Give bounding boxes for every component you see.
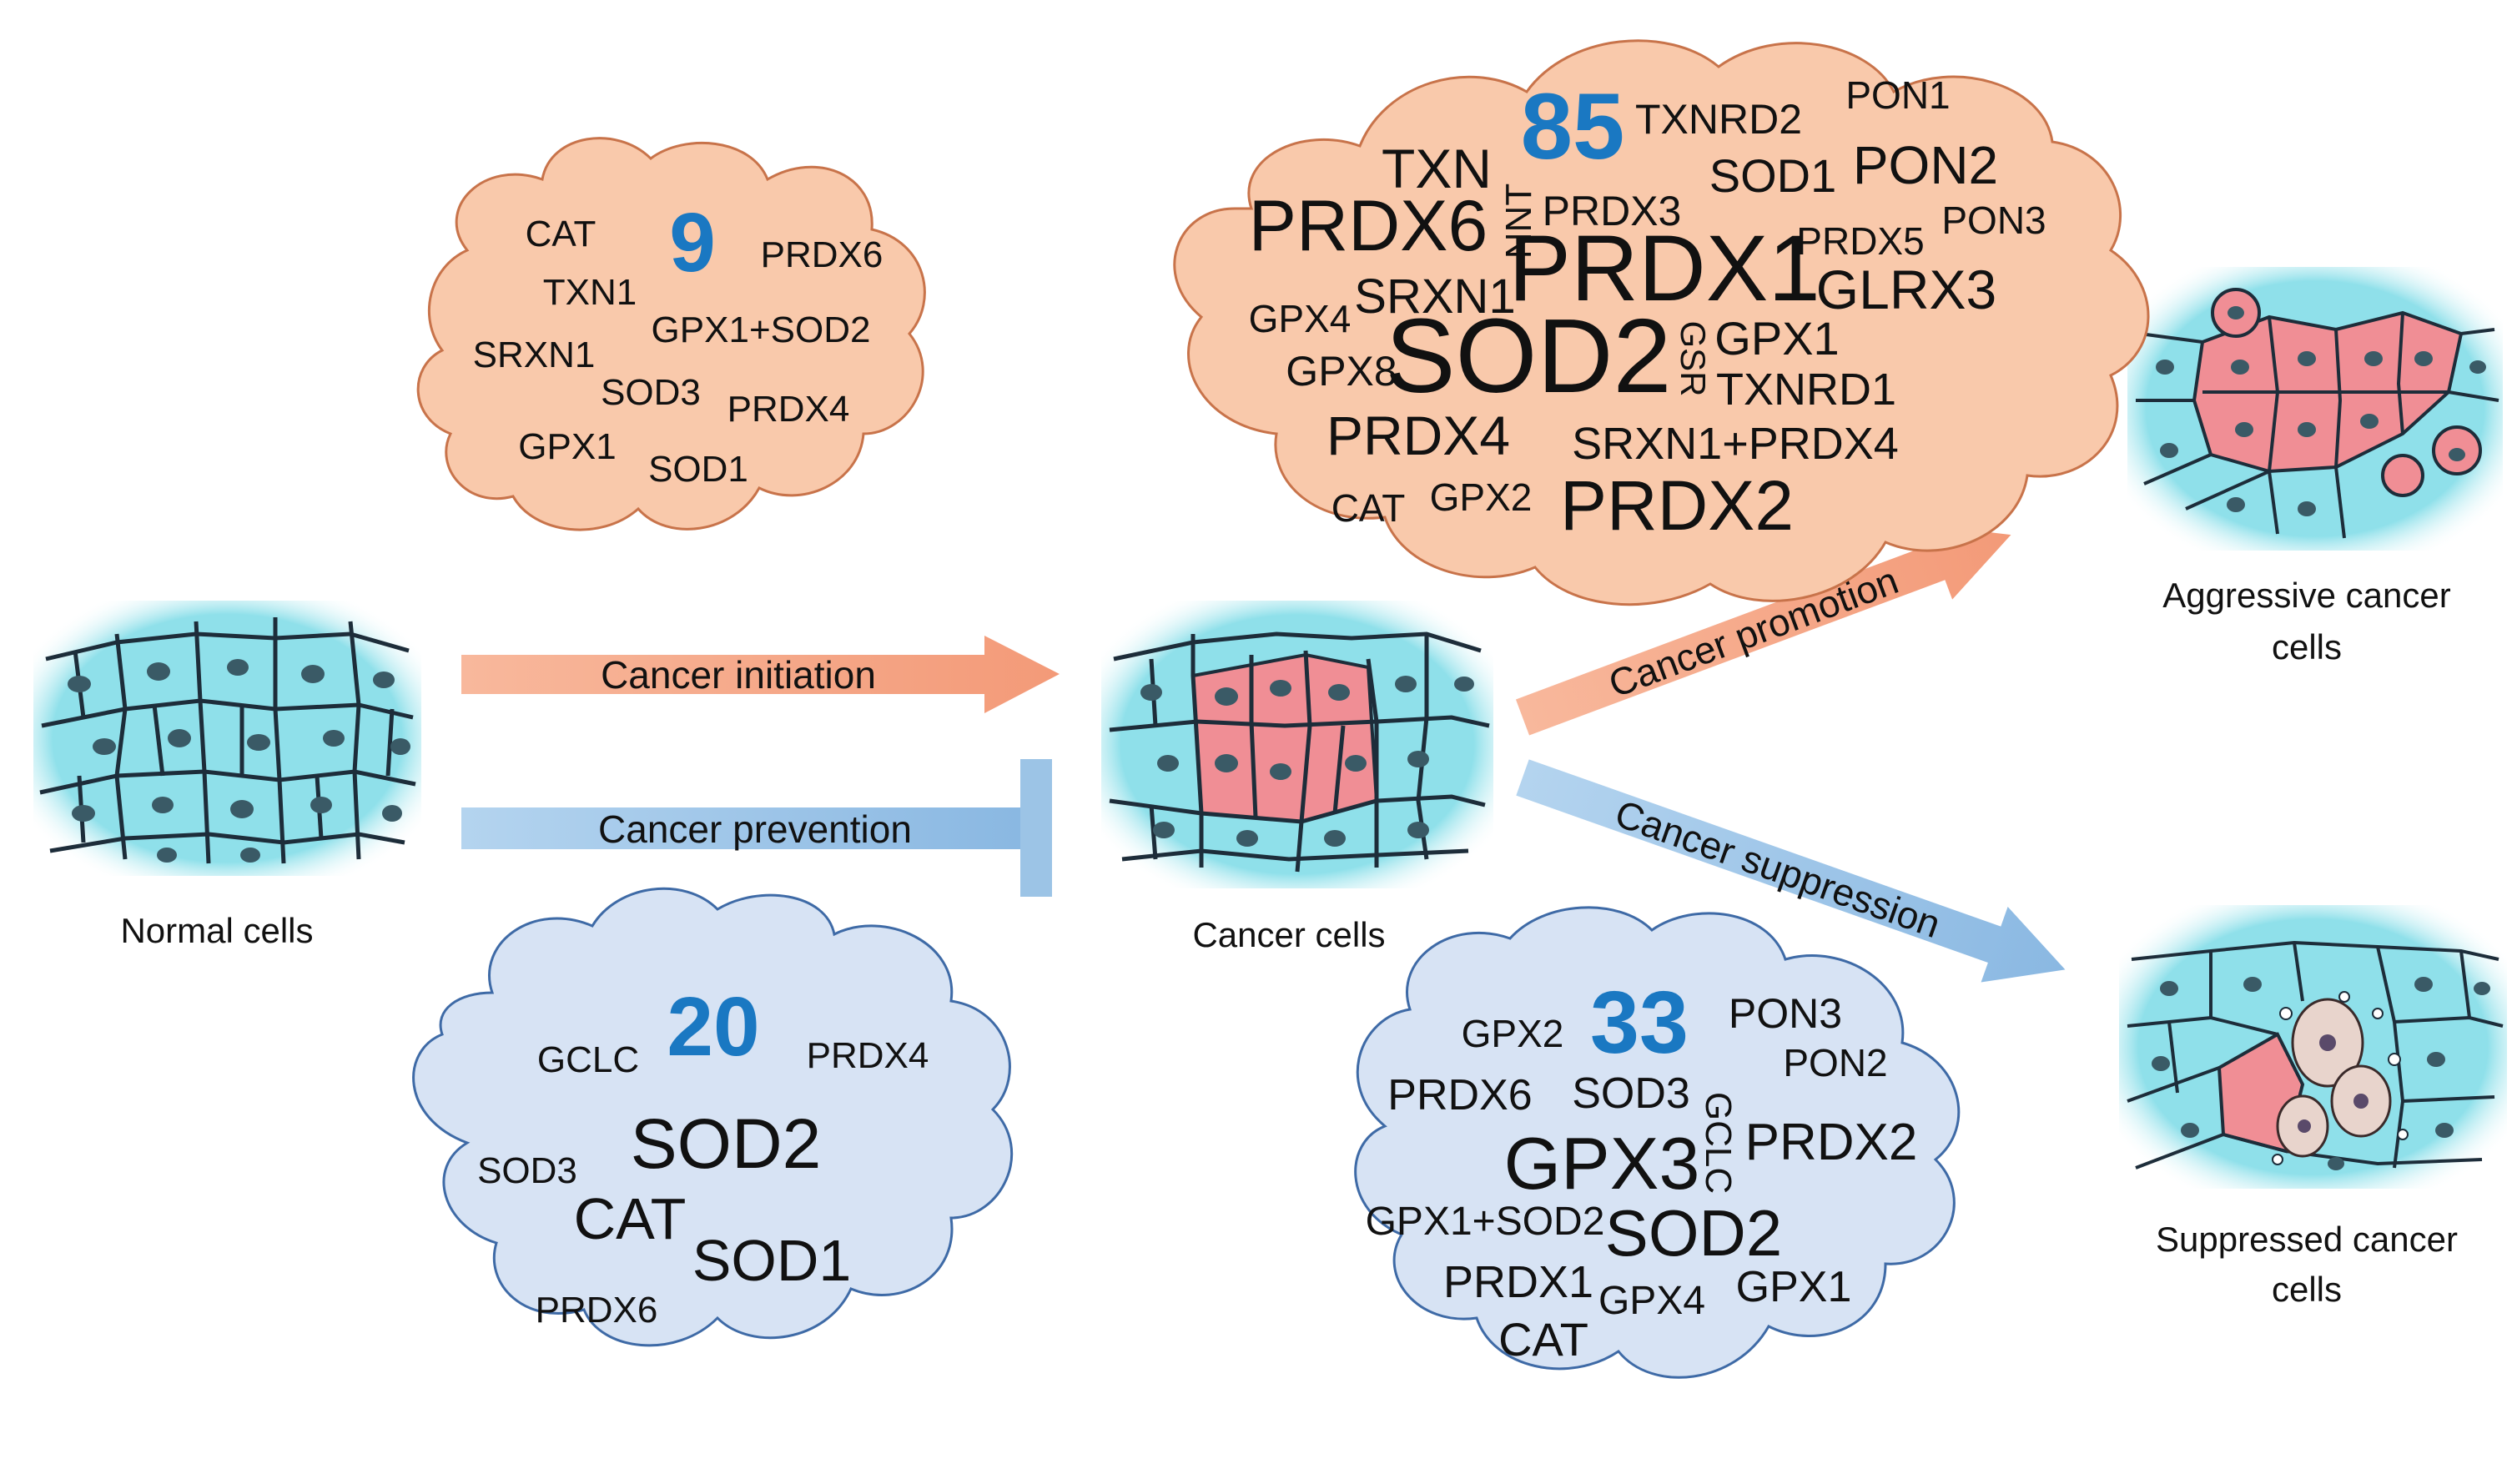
- prevention-gene-word: PRDX6: [536, 1290, 658, 1331]
- cancer-prevention-arrow: Cancer prevention: [461, 759, 1052, 897]
- prevention-gene-word: SOD2: [631, 1104, 822, 1183]
- suppression-gene-word: PRDX6: [1387, 1071, 1532, 1119]
- initiation-gene-word: SOD3: [601, 372, 701, 413]
- initiation-gene-count: 9: [669, 196, 716, 289]
- initiation-gene-word: GPX1: [518, 426, 616, 467]
- suppression-gene-word: GPX4: [1598, 1279, 1705, 1323]
- cancer-initiation-label: Cancer initiation: [601, 653, 876, 697]
- initiation-gene-word: SOD1: [648, 449, 748, 490]
- aggressive-cancer-tissue: [2127, 267, 2503, 551]
- promotion-gene-word: SOD1: [1709, 149, 1837, 202]
- suppression-gene-word: SOD2: [1605, 1196, 1782, 1270]
- promotion-gene-word: TXNRD1: [1716, 365, 1896, 415]
- promotion-gene-cloud: 85 TXNRD2 PON1 TXN PON2 SOD1 PRDX6 NNT P…: [1173, 39, 2150, 606]
- suppression-gene-count: 33: [1590, 973, 1689, 1072]
- promotion-gene-word: PON2: [1853, 135, 1998, 195]
- promotion-gene-word: TXNRD2: [1635, 96, 1802, 143]
- promotion-gene-word: PRDX3: [1543, 188, 1682, 234]
- promotion-gene-word: PRDX1: [1508, 216, 1820, 320]
- promotion-gene-word: PON3: [1941, 199, 2046, 242]
- promotion-gene-word: TXN: [1382, 138, 1492, 199]
- promotion-gene-word: GPX8: [1286, 348, 1397, 395]
- normal-cells-tissue: [33, 601, 421, 876]
- prevention-gene-word: SOD1: [692, 1228, 852, 1293]
- suppressed-caption-line2: cells: [2272, 1270, 2342, 1309]
- cancer-suppression-label: Cancer suppression: [1610, 792, 1946, 947]
- promotion-gene-word: GPX1: [1714, 312, 1839, 365]
- initiation-gene-word: GPX1+SOD2: [652, 309, 871, 350]
- cancer-cells-caption: Cancer cells: [1192, 915, 1385, 954]
- initiation-gene-word: PRDX6: [761, 234, 883, 275]
- prevention-gene-count: 20: [667, 980, 759, 1074]
- promotion-gene-word: SRXN1: [1354, 269, 1515, 324]
- prevention-gene-word: SOD3: [477, 1150, 577, 1191]
- promotion-gene-word: GLRX3: [1816, 259, 1996, 320]
- cancer-cells-tissue: [1101, 601, 1493, 888]
- aggressive-caption-line2: cells: [2272, 627, 2342, 667]
- promotion-gene-word: PRDX4: [1326, 405, 1510, 466]
- suppression-gene-word: GPX2: [1462, 1012, 1564, 1055]
- promotion-gene-count: 85: [1521, 74, 1625, 179]
- cancer-initiation-arrow: Cancer initiation: [461, 636, 1060, 713]
- prevention-gene-word: CAT: [574, 1186, 687, 1251]
- promotion-gene-word: PRDX2: [1560, 466, 1794, 545]
- suppression-gene-word: GPX3: [1504, 1122, 1700, 1205]
- suppression-gene-word: GPX1: [1736, 1263, 1852, 1311]
- initiation-gene-word: PRDX4: [727, 389, 850, 430]
- promotion-gene-word: PRDX5: [1796, 219, 1924, 263]
- suppression-gene-word: PRDX2: [1745, 1114, 1918, 1171]
- cancer-prevention-label: Cancer prevention: [598, 807, 912, 851]
- initiation-gene-word: SRXN1: [473, 335, 596, 375]
- suppression-gene-word: PRDX1: [1443, 1257, 1593, 1307]
- promotion-gene-word: GSR: [1674, 320, 1713, 396]
- initiation-gene-cloud: 9 CAT PRDX6 TXN1 GPX1+SOD2 SRXN1 SOD3 PR…: [416, 137, 926, 531]
- promotion-gene-word: SOD2: [1385, 297, 1671, 415]
- prevention-gene-word: GCLC: [537, 1039, 639, 1080]
- normal-cells-caption: Normal cells: [120, 911, 313, 950]
- prevention-gene-cloud: 20 GCLC PRDX4 SOD2 SOD3 CAT SOD1 PRDX6: [412, 887, 1014, 1347]
- promotion-gene-word: PON1: [1845, 73, 1950, 117]
- suppression-gene-word: CAT: [1498, 1313, 1588, 1366]
- initiation-gene-word: CAT: [526, 214, 597, 254]
- promotion-gene-word: GPX4: [1249, 297, 1352, 340]
- suppression-gene-word: SOD3: [1572, 1069, 1690, 1118]
- suppression-gene-cloud: 33 GPX2 PON3 PON2 PRDX6 SOD3 GCLC GPX3 P…: [1354, 906, 1961, 1379]
- initiation-gene-word: TXN1: [543, 272, 637, 313]
- suppression-gene-word: PON2: [1783, 1041, 1887, 1084]
- suppression-gene-word: GCLC: [1698, 1092, 1739, 1194]
- suppressed-caption-line1: Suppressed cancer: [2156, 1220, 2458, 1259]
- aggressive-caption-line1: Aggressive cancer: [2162, 576, 2451, 615]
- suppression-gene-word: GPX1+SOD2: [1366, 1200, 1605, 1244]
- suppression-gene-word: PON3: [1729, 990, 1842, 1037]
- promotion-gene-word: NNT: [1498, 184, 1539, 259]
- promotion-gene-word: GPX2: [1430, 475, 1533, 519]
- promotion-gene-word: PRDX6: [1249, 186, 1488, 266]
- prevention-gene-word: PRDX4: [807, 1035, 929, 1076]
- suppressed-cancer-tissue: [2119, 905, 2507, 1189]
- promotion-gene-word: SRXN1+PRDX4: [1572, 419, 1899, 469]
- promotion-gene-word: CAT: [1331, 486, 1406, 530]
